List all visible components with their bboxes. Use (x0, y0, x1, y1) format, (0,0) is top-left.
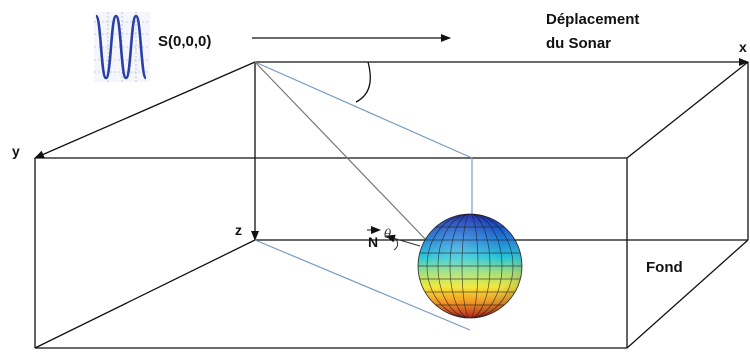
sonar-ray (254, 61, 431, 245)
sine-wave-icon (94, 12, 150, 82)
z-axis-label: z (235, 222, 242, 238)
bottom-left-edge (34, 239, 256, 349)
bottom-label: Fond (646, 259, 683, 276)
box-edges (34, 58, 749, 349)
top-left-edge-y-axis (34, 61, 256, 159)
sphere-icon (417, 213, 523, 319)
top-right-edge (626, 61, 749, 159)
normal-label: N (368, 234, 378, 250)
bottom-right-edge (626, 239, 749, 349)
displacement-label-line1: Déplacement (546, 11, 639, 28)
theta-label: θ (384, 227, 392, 241)
projection-bottom (254, 239, 471, 331)
displacement-label-line2: du Sonar (546, 35, 611, 52)
depression-angle-arc (355, 61, 371, 103)
y-axis-label: y (12, 143, 20, 159)
projection-top (254, 61, 473, 159)
source-label: S(0,0,0) (158, 33, 211, 50)
x-axis-label: x (739, 39, 747, 55)
normal-vector (367, 226, 421, 251)
